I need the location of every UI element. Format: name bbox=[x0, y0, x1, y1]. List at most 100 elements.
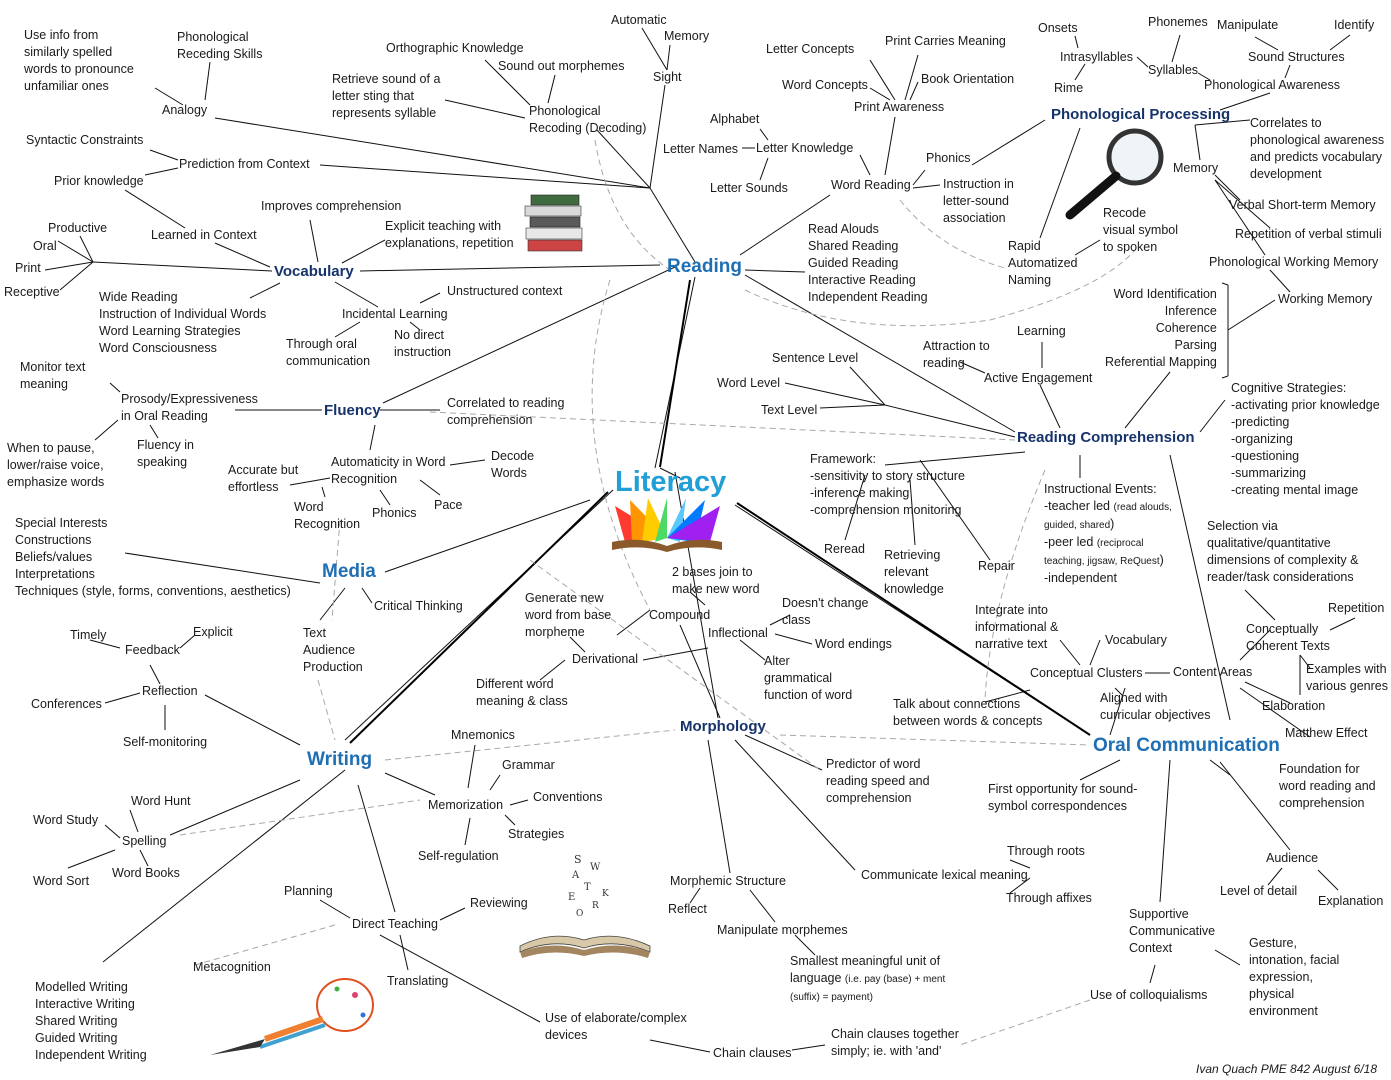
cognitive-strategies-label: Cognitive Strategies: -activating prior … bbox=[1231, 381, 1380, 497]
no-direct-instruction-label: No direct instruction bbox=[394, 328, 451, 359]
grammar-label: Grammar bbox=[502, 758, 555, 772]
through-roots-label: Through roots bbox=[1007, 844, 1085, 858]
author-signature: Ivan Quach PME 842 August 6/18 bbox=[1196, 1062, 1378, 1076]
media-hub: Media bbox=[322, 561, 376, 582]
learning-label: Learning bbox=[1017, 324, 1066, 338]
correlated-to-comprehension-label: Correlated to reading comprehension bbox=[447, 396, 565, 427]
word-identification-label: Word Identification Inference Coherence … bbox=[1105, 287, 1217, 369]
selection-via-label: Selection via qualitative/quantitative d… bbox=[1207, 519, 1359, 584]
self-monitoring-label: Self-monitoring bbox=[123, 735, 208, 749]
incidental-learning-label: Incidental Learning bbox=[342, 307, 448, 321]
word-books-label: Word Books bbox=[112, 866, 180, 880]
svg-text:S: S bbox=[574, 853, 582, 866]
active-engagement-label: Active Engagement bbox=[984, 371, 1093, 385]
reading-hub: Reading bbox=[667, 256, 742, 277]
rime-label: Rime bbox=[1054, 81, 1084, 95]
manipulate-label: Manipulate bbox=[1217, 18, 1279, 32]
svg-text:E: E bbox=[568, 892, 575, 903]
attraction-to-reading-label: Attraction to reading bbox=[923, 339, 990, 370]
prior-knowledge-label: Prior knowledge bbox=[54, 174, 144, 188]
recode-visual-label: Recode visual symbol to spoken bbox=[1103, 206, 1179, 254]
chain-together-label: Chain clauses together simply; ie. with … bbox=[831, 1027, 959, 1058]
self-regulation-label: Self-regulation bbox=[418, 849, 499, 863]
level-of-detail-label: Level of detail bbox=[1220, 884, 1298, 898]
communicate-lexical-label: Communicate lexical meaning bbox=[861, 868, 1028, 882]
explicit-label: Explicit bbox=[193, 625, 233, 639]
pace-label: Pace bbox=[434, 498, 463, 512]
rapid-automatized-naming-label: Rapid Automatized Naming bbox=[1008, 239, 1078, 287]
conceptually-coherent-label: Conceptually Coherent Texts bbox=[1246, 622, 1330, 653]
use-of-colloquialisms-label: Use of colloquialisms bbox=[1090, 988, 1208, 1002]
writing-hub: Writing bbox=[307, 749, 373, 770]
print-carries-meaning-label: Print Carries Meaning bbox=[885, 34, 1006, 48]
alter-grammatical-label: Alter grammatical function of word bbox=[764, 654, 853, 702]
print-label: Print bbox=[15, 261, 41, 275]
orthographic-label: Orthographic Knowledge bbox=[386, 41, 524, 55]
svg-text:A: A bbox=[571, 870, 580, 881]
doesnt-change-class-label: Doesn't change class bbox=[782, 596, 869, 627]
accurate-but-effortless-label: Accurate but effortless bbox=[228, 463, 299, 494]
word-level-label: Word Level bbox=[717, 376, 780, 390]
metacognition-label: Metacognition bbox=[193, 960, 271, 974]
integrate-text-label: Integrate into informational & narrative… bbox=[975, 603, 1059, 651]
foundation-label: Foundation for word reading and comprehe… bbox=[1279, 762, 1376, 810]
mnemonics-label: Mnemonics bbox=[451, 728, 515, 742]
retrieving-knowledge-label: Retrieving relevant knowledge bbox=[884, 548, 944, 596]
word-concepts-label: Word Concepts bbox=[782, 78, 868, 92]
inflectional-label: Inflectional bbox=[708, 626, 768, 640]
sentence-level-label: Sentence Level bbox=[772, 351, 859, 365]
open-rainbow-book-icon bbox=[612, 498, 722, 552]
word-recognition-label: Word Recognition bbox=[294, 500, 361, 531]
reading-comprehension-hub: Reading Comprehension bbox=[1017, 429, 1195, 446]
aligned-objectives-label: Aligned with curricular objectives bbox=[1100, 691, 1211, 722]
identify-label: Identify bbox=[1334, 18, 1375, 32]
letter-knowledge-label: Letter Knowledge bbox=[756, 141, 854, 155]
fluency-hub: Fluency bbox=[324, 402, 381, 419]
word-study-label: Word Study bbox=[33, 813, 99, 827]
planning-label: Planning bbox=[284, 884, 333, 898]
phonics-top-label: Phonics bbox=[926, 151, 971, 165]
lightbulb-pencil-icon bbox=[210, 978, 374, 1055]
word-endings-label: Word endings bbox=[815, 637, 892, 651]
productive-label: Productive bbox=[48, 221, 108, 235]
writing-types-label: Modelled Writing Interactive Writing Sha… bbox=[35, 980, 147, 1062]
conventions-label: Conventions bbox=[533, 790, 603, 804]
reviewing-label: Reviewing bbox=[470, 896, 528, 910]
sight-label: Sight bbox=[653, 70, 682, 84]
word-sort-label: Word Sort bbox=[33, 874, 90, 888]
matthew-effect-label: Matthew Effect bbox=[1285, 726, 1368, 740]
word-reading-label: Word Reading bbox=[831, 178, 911, 192]
magnifying-glass-icon bbox=[1065, 128, 1164, 220]
supportive-context-label: Supportive Communicative Context bbox=[1129, 907, 1216, 955]
phonological-processing-hub: Phonological Processing bbox=[1051, 106, 1231, 123]
explanation-label: Explanation bbox=[1318, 894, 1384, 908]
retrieve-sound-label: Retrieve sound of a letter sting that re… bbox=[332, 72, 441, 120]
unstructured-context-label: Unstructured context bbox=[447, 284, 563, 298]
prosody-label: Prosody/Expressiveness in Oral Reading bbox=[121, 392, 258, 423]
memorization-label: Memorization bbox=[428, 798, 504, 812]
content-areas-label: Content Areas bbox=[1173, 665, 1253, 679]
instruction-letter-sound-label: Instruction in letter-sound association bbox=[943, 177, 1014, 225]
monitor-text-meaning-label: Monitor text meaning bbox=[20, 360, 86, 391]
critical-thinking-label: Critical Thinking bbox=[374, 599, 463, 613]
svg-text:K: K bbox=[602, 889, 609, 899]
morphemic-structure-label: Morphemic Structure bbox=[670, 874, 787, 888]
smallest-unit-label: Smallest meaningful unit of language (i.… bbox=[790, 954, 946, 1003]
derivational-label: Derivational bbox=[572, 652, 639, 666]
sound-structures-label: Sound Structures bbox=[1248, 50, 1345, 64]
compound-label: Compound bbox=[649, 608, 711, 622]
letter-concepts-label: Letter Concepts bbox=[766, 42, 855, 56]
vocabulary-methods-label: Wide Reading Instruction of Individual W… bbox=[99, 290, 267, 355]
gesture-label: Gesture, intonation, facial expression, … bbox=[1249, 936, 1340, 1018]
reflection-label: Reflection bbox=[142, 684, 198, 698]
generate-new-word-label: Generate new word from base morpheme bbox=[525, 591, 612, 639]
conceptual-clusters-label: Conceptual Clusters bbox=[1030, 666, 1143, 680]
oral-communication-hub: Oral Communication bbox=[1093, 735, 1280, 756]
translating-label: Translating bbox=[387, 974, 449, 988]
analogy-label: Analogy bbox=[162, 103, 208, 117]
svg-text:W: W bbox=[590, 862, 601, 873]
examples-genres-label: Examples with various genres bbox=[1306, 662, 1388, 693]
prediction-from-context-label: Prediction from Context bbox=[179, 157, 310, 171]
